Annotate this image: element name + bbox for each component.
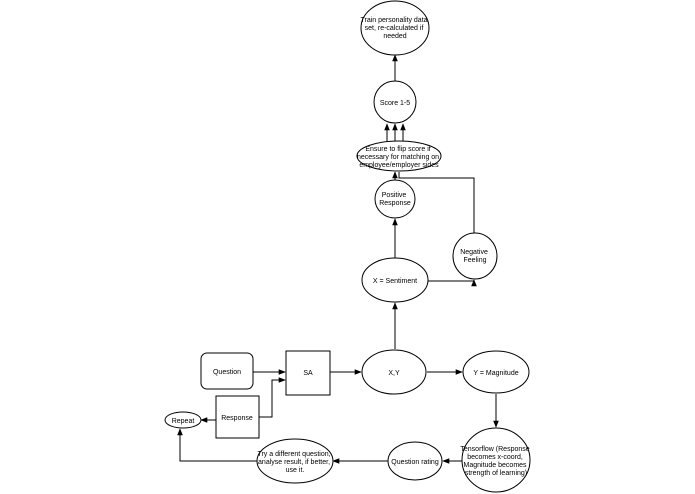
node-magnitude[interactable]: Y = Magnitude bbox=[462, 350, 530, 394]
node-response[interactable]: Response bbox=[215, 395, 260, 439]
node-train[interactable]: Train personality data set, re-calculate… bbox=[360, 0, 430, 56]
nodes: Train personality data set, re-calculate… bbox=[164, 0, 531, 493]
node-flip[interactable]: Ensure to flip score if necessary for ma… bbox=[356, 140, 442, 172]
node-try-different-label: Try a different question, analyse result… bbox=[257, 451, 332, 474]
node-tensorflow[interactable]: Tensorflow (Response becomes x-coord, Ma… bbox=[460, 427, 531, 493]
node-sa-label: SA bbox=[303, 370, 313, 377]
node-try-different[interactable]: Try a different question, analyse result… bbox=[256, 438, 334, 484]
node-score[interactable]: Score 1-5 bbox=[373, 80, 417, 124]
node-question-label: Question bbox=[213, 369, 241, 376]
node-negative[interactable]: Negative Feeling bbox=[452, 232, 498, 280]
edge-response-to-sa bbox=[259, 377, 286, 418]
node-magnitude-label: Y = Magnitude bbox=[473, 370, 518, 377]
node-question[interactable]: Question bbox=[200, 352, 254, 390]
node-sentiment[interactable]: X = Sentiment bbox=[361, 257, 429, 303]
node-qrating[interactable]: Question rating bbox=[387, 441, 443, 481]
node-sa[interactable]: SA bbox=[285, 350, 331, 396]
node-xy[interactable]: X,Y bbox=[361, 349, 427, 395]
edge-sentiment-to-negative bbox=[428, 279, 477, 287]
node-train-label: Train personality data set, re-calculate… bbox=[360, 17, 429, 40]
edge-try-to-repeat bbox=[177, 428, 257, 462]
edges bbox=[177, 54, 499, 464]
node-response-label: Response bbox=[221, 415, 253, 422]
node-sentiment-label: X = Sentiment bbox=[373, 278, 417, 285]
node-score-label: Score 1-5 bbox=[380, 100, 410, 107]
node-xy-label: X,Y bbox=[388, 370, 400, 377]
node-qrating-label: Question rating bbox=[391, 459, 439, 466]
node-flip-label: Ensure to flip score if necessary for ma… bbox=[357, 146, 441, 169]
edge-negative-to-flip bbox=[398, 172, 475, 233]
node-negative-label: Negative Feeling bbox=[460, 249, 490, 264]
node-tensorflow-label: Tensorflow (Response becomes x-coord, Ma… bbox=[460, 446, 531, 477]
node-positive-label: Positive Response bbox=[379, 192, 411, 207]
node-positive[interactable]: Positive Response bbox=[374, 179, 416, 219]
node-repeat[interactable]: Repeat bbox=[164, 411, 202, 429]
node-repeat-label: Repeat bbox=[172, 418, 195, 425]
